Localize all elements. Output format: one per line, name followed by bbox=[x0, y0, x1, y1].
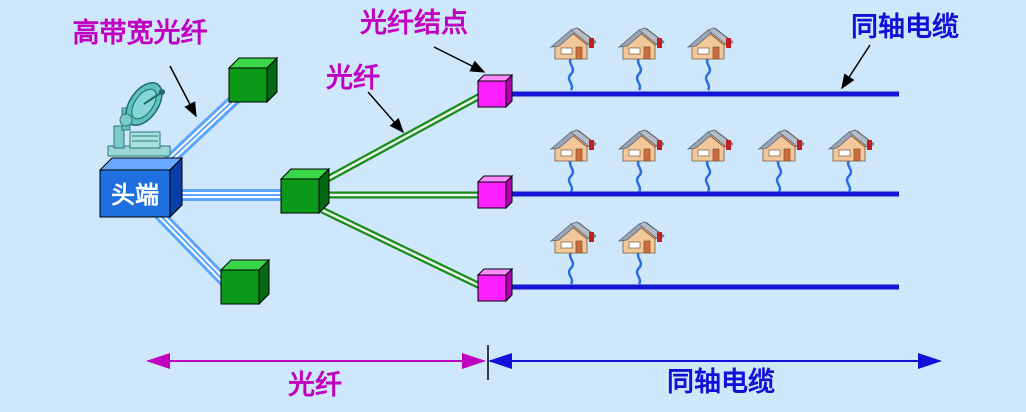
broadband-fiber-lines bbox=[154, 92, 289, 291]
house-icon bbox=[686, 128, 735, 194]
fiber-node-2 bbox=[477, 175, 513, 209]
house-icon bbox=[617, 128, 666, 194]
fiber-node-label: 光纤结点 bbox=[359, 8, 468, 39]
fiber-range-label: 光纤 bbox=[287, 370, 342, 401]
house-icon bbox=[549, 26, 598, 92]
house-icon bbox=[549, 220, 598, 286]
fiber-node-3 bbox=[477, 268, 513, 302]
headend-box bbox=[98, 156, 184, 219]
satellite-dish-icon bbox=[107, 82, 171, 157]
coax-range-label: 同轴电缆 bbox=[667, 367, 775, 398]
house-icon bbox=[757, 128, 806, 194]
broadband-fiber-pointer bbox=[169, 65, 197, 118]
house-icon bbox=[617, 26, 666, 92]
fiber-pointer bbox=[367, 91, 404, 134]
broadband-fiber-label: 高带宽光纤 bbox=[73, 17, 208, 49]
coax-pointer bbox=[841, 44, 871, 90]
fiber-lines bbox=[320, 92, 482, 290]
fiber-node-1 bbox=[477, 74, 513, 108]
house-icon bbox=[617, 220, 666, 286]
optical-hub-top bbox=[228, 57, 278, 103]
coax-label: 同轴电缆 bbox=[851, 12, 959, 43]
optical-hub-middle bbox=[280, 168, 330, 214]
fiber-label: 光纤 bbox=[325, 63, 380, 94]
headend-label: 头端 bbox=[111, 181, 159, 209]
fiber-node-pointer bbox=[433, 46, 486, 73]
house-icon bbox=[549, 128, 598, 194]
optical-hub-bottom bbox=[220, 259, 270, 305]
house-icon bbox=[827, 128, 876, 194]
house-icon bbox=[686, 26, 735, 92]
coax-lines bbox=[512, 91, 899, 290]
